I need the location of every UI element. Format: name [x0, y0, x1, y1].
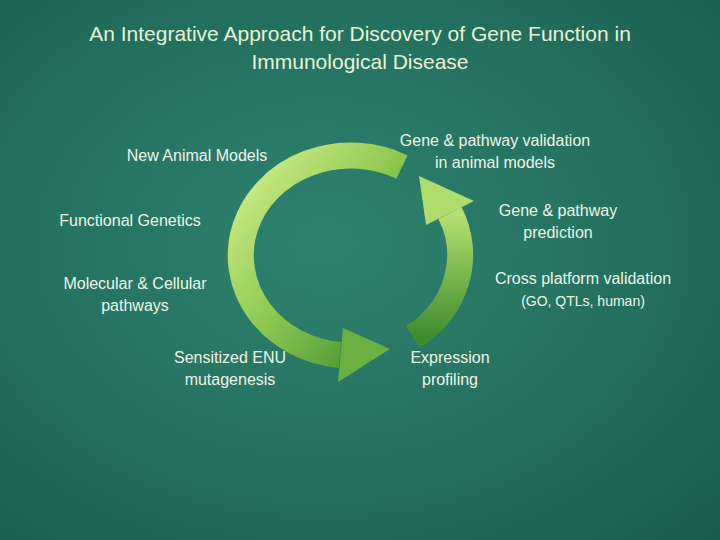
- step-label: Functional Genetics: [20, 210, 240, 232]
- step-label: Sensitized ENU mutagenesis: [155, 347, 305, 391]
- step-label: Gene & pathway validation in animal mode…: [395, 130, 595, 174]
- cycle-arrow-head: [419, 176, 474, 225]
- step-label: Expression profiling: [395, 347, 505, 391]
- step-label: Molecular & Cellular pathways: [40, 273, 230, 317]
- cycle-arrow-body: [413, 213, 460, 337]
- step-label: New Animal Models: [87, 145, 307, 167]
- step-label: (GO, QTLs, human): [468, 290, 698, 312]
- cycle-arrow-head: [338, 328, 390, 382]
- step-label: Gene & pathway prediction: [483, 200, 633, 244]
- slide-title: An Integrative Approach for Discovery of…: [40, 20, 680, 76]
- cycle-arrow-body: [241, 155, 402, 355]
- step-label: Cross platform validation: [468, 268, 698, 290]
